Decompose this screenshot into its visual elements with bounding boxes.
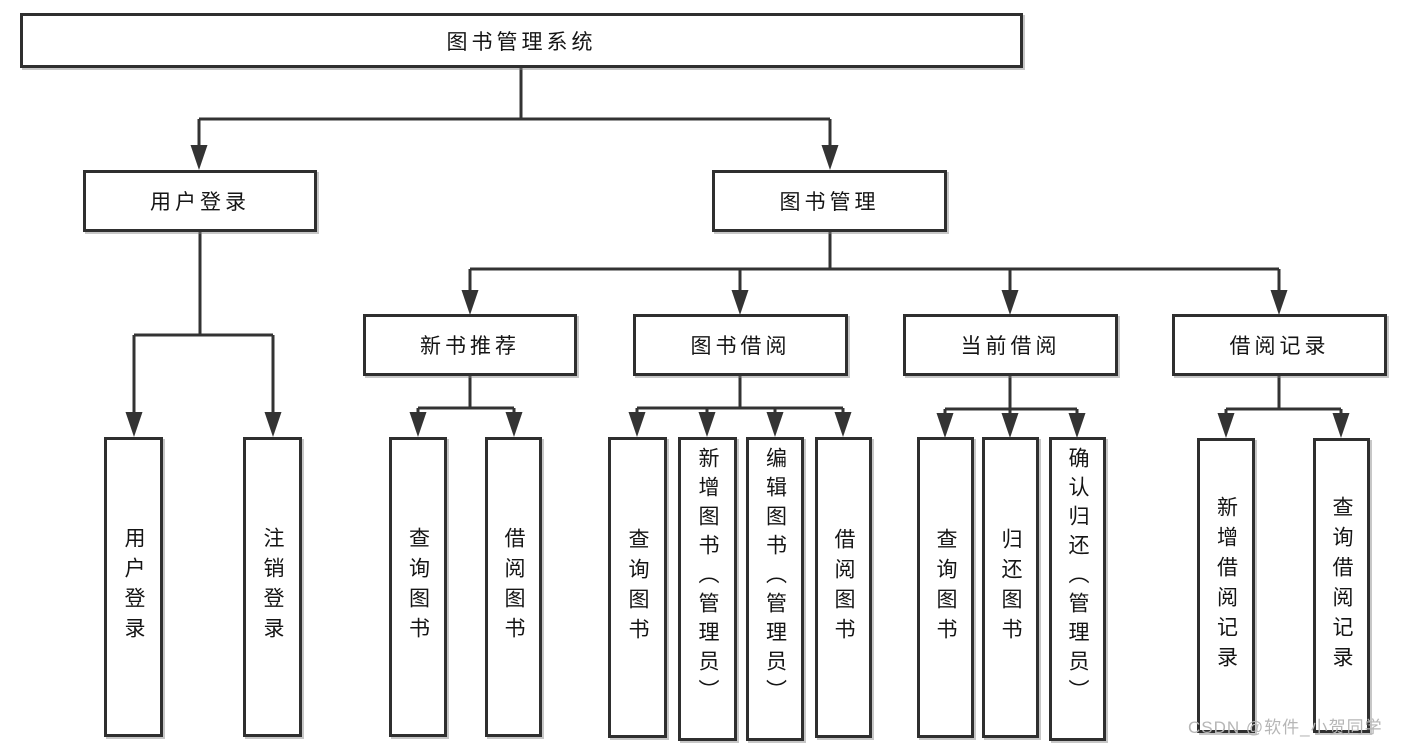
node-label: 当前借阅 (960, 335, 1061, 358)
leaf-label: 编辑图书（管理员） (763, 447, 787, 708)
leaf-label: 查询图书 (406, 527, 430, 647)
node-user-login: 用户登录 (83, 170, 317, 232)
leaf-label: 查询借阅记录 (1330, 495, 1353, 676)
arrowhead (766, 412, 784, 437)
leaf-label: 查询图书 (626, 527, 649, 648)
leaf-label: 新增图书（管理员） (696, 447, 719, 708)
leaf-add-books-admin: 新增图书（管理员） (678, 437, 737, 741)
arrowhead (1270, 290, 1288, 315)
leaf-label: 借阅图书 (502, 527, 525, 647)
node-current-borrowing: 当前借阅 (903, 314, 1118, 376)
borrow-record-split-line (1224, 376, 1343, 416)
arrowhead (698, 412, 716, 437)
arrowhead (1332, 413, 1350, 438)
connector-segments (132, 68, 1343, 416)
leaf-label: 查询图书 (934, 527, 957, 648)
arrowhead (264, 412, 282, 437)
root-split-line (197, 68, 832, 147)
leaf-return-books: 归还图书 (982, 437, 1039, 738)
leaf-query-books: 查询图书 (608, 437, 667, 738)
arrowhead (821, 145, 839, 170)
node-label: 图书管理系统 (446, 30, 597, 54)
arrowhead (731, 290, 749, 315)
node-library-system: 图书管理系统 (20, 13, 1023, 68)
csdn-watermark: CSDN @软件_小贺同学 (1188, 718, 1383, 737)
arrowhead (1068, 413, 1086, 438)
leaf-query-books: 查询图书 (917, 437, 974, 738)
node-label: 图书借阅 (690, 335, 791, 358)
new-book-split-line (416, 376, 516, 415)
leaf-borrow-books: 借阅图书 (485, 437, 542, 737)
leaf-label: 注销登录 (261, 527, 284, 647)
node-label: 借阅记录 (1229, 335, 1330, 358)
user-login-split-line (132, 232, 275, 414)
node-label: 用户登录 (150, 191, 250, 214)
arrowhead (505, 412, 523, 437)
leaf-edit-books-admin: 编辑图书（管理员） (746, 437, 804, 741)
leaf-user-login: 用户登录 (104, 437, 163, 737)
leaf-query-borrow-record: 查询借阅记录 (1313, 438, 1370, 733)
node-new-book-recommend: 新书推荐 (363, 314, 577, 376)
arrowhead (461, 290, 479, 315)
leaf-label: 归还图书 (999, 527, 1022, 648)
leaf-label: 新增借阅记录 (1214, 495, 1238, 676)
arrowhead (1001, 290, 1019, 315)
node-label: 新书推荐 (420, 335, 520, 358)
node-borrowing-records: 借阅记录 (1172, 314, 1387, 376)
arrowhead (125, 412, 143, 437)
node-book-management: 图书管理 (712, 170, 947, 232)
arrowhead (628, 412, 646, 437)
book-borrow-split-line (635, 376, 845, 415)
arrowhead (936, 413, 954, 438)
leaf-label: 确认归还（管理员） (1066, 447, 1089, 708)
leaf-query-books: 查询图书 (389, 437, 447, 737)
node-label: 图书管理 (779, 191, 880, 214)
leaf-logout: 注销登录 (243, 437, 302, 737)
arrowheads (125, 145, 1350, 438)
arrowhead (1001, 413, 1019, 438)
leaf-label: 用户登录 (122, 527, 145, 647)
current-borrow-split-line (943, 376, 1079, 416)
leaf-add-borrow-record: 新增借阅记录 (1197, 438, 1255, 733)
node-book-borrowing: 图书借阅 (633, 314, 848, 376)
book-mgmt-split-line (468, 232, 1281, 292)
arrowhead (834, 412, 852, 437)
arrowhead (1217, 413, 1235, 438)
leaf-confirm-return-admin: 确认归还（管理员） (1049, 437, 1106, 741)
arrowhead (190, 145, 208, 170)
leaf-borrow-books: 借阅图书 (815, 437, 872, 738)
leaf-label: 借阅图书 (832, 527, 855, 648)
arrowhead (409, 412, 427, 437)
